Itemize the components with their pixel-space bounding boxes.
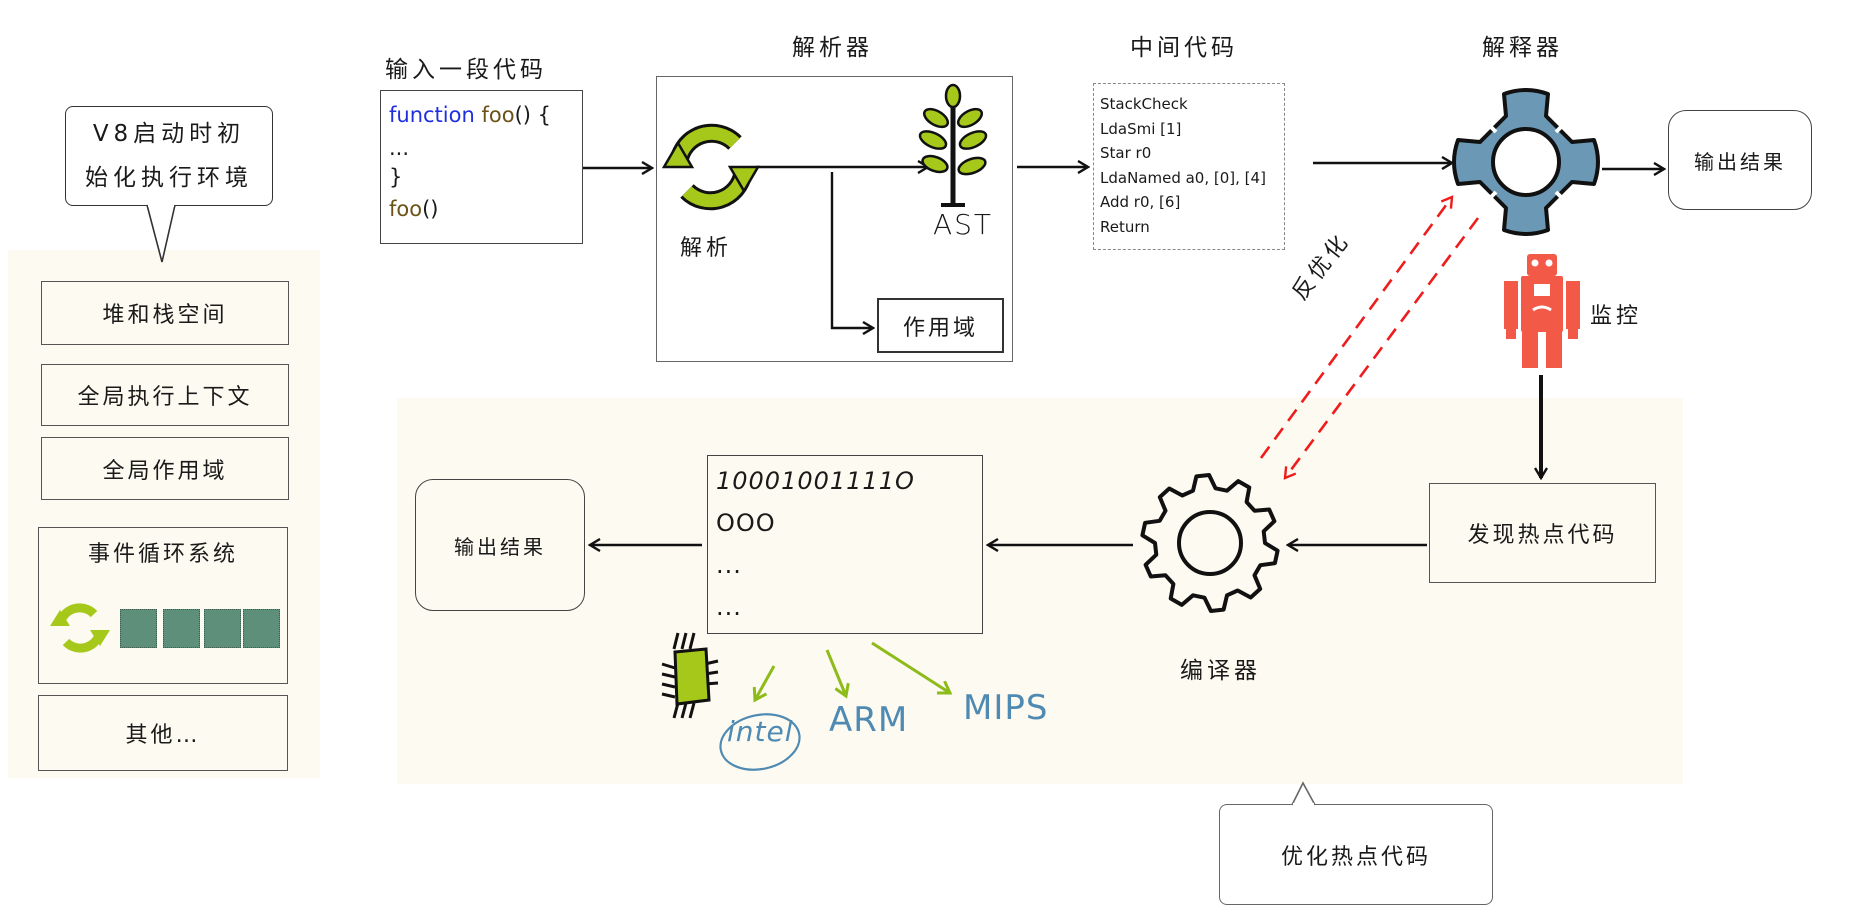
task-queue-cell <box>204 609 241 648</box>
v8-init-callout: V8启动时初 始化执行环境 <box>65 106 273 206</box>
bytecode-line: LdaNamed a0, [0], [4] <box>1100 168 1266 187</box>
interpreter-output-label: 输出结果 <box>1694 149 1786 174</box>
task-queue-cell <box>163 609 200 648</box>
machine-code-line: OOO <box>716 509 776 537</box>
v8-init-callout-line1: V8启动时初 <box>92 121 246 147</box>
code-call-punct: () <box>422 197 439 221</box>
input-code-box: function foo() { ... } foo() <box>380 90 583 244</box>
code-line-3: } <box>389 165 403 189</box>
hotspot-label: 发现热点代码 <box>1467 523 1618 548</box>
monitor-robot-icon <box>1504 254 1580 368</box>
input-code-title: 输入一段代码 <box>385 57 547 83</box>
scope-label: 作用域 <box>902 315 978 341</box>
others-box: 其他… <box>38 695 288 771</box>
compiler-title: 编译器 <box>1180 658 1261 684</box>
optimize-callout-label: 优化热点代码 <box>1280 844 1431 870</box>
code-punct: () { <box>514 103 551 127</box>
bytecode-line: Star r0 <box>1100 144 1152 162</box>
parse-label: 解析 <box>680 236 733 261</box>
machine-code-line: ... <box>716 551 742 579</box>
ast-label: AST <box>933 208 994 241</box>
global-scope-box: 全局作用域 <box>41 437 289 500</box>
arch-mips-label: MIPS <box>963 688 1049 728</box>
bytecode-line: Return <box>1100 217 1150 236</box>
arch-intel-label: intel <box>727 715 794 748</box>
bytecode-line: StackCheck <box>1100 95 1188 113</box>
bytecode-line: LdaSmi [1] <box>1100 119 1182 138</box>
global-scope-label: 全局作用域 <box>102 458 228 484</box>
global-context-box: 全局执行上下文 <box>41 364 289 426</box>
arch-arm-label: ARM <box>829 700 909 740</box>
code-call-name: foo <box>389 197 423 221</box>
task-queue-cell <box>120 609 157 648</box>
code-line-1: function foo() { <box>389 97 574 133</box>
event-loop-box: 事件循环系统 <box>38 527 288 684</box>
bytecode-line: Add r0, [6] <box>1100 193 1181 211</box>
bytecode-title: 中间代码 <box>1130 35 1238 61</box>
others-label: 其他… <box>125 723 201 748</box>
v8-init-callout-line2: 始化执行环境 <box>85 165 253 191</box>
code-line-2: ... <box>389 136 410 160</box>
compiler-output-box: 输出结果 <box>415 479 585 611</box>
optimize-callout: 优化热点代码 <box>1219 804 1493 905</box>
hotspot-box: 发现热点代码 <box>1429 483 1656 583</box>
global-context-label: 全局执行上下文 <box>77 385 253 410</box>
compiler-output-label: 输出结果 <box>454 534 546 559</box>
interpreter-title: 解释器 <box>1482 35 1563 61</box>
deopt-label: 反优化 <box>1287 228 1356 306</box>
code-function-name: foo <box>481 103 515 127</box>
optimize-callout-pointer <box>1291 781 1316 806</box>
bytecode-box: StackCheck LdaSmi [1] Star r0 LdaNamed a… <box>1093 83 1285 250</box>
scope-box: 作用域 <box>877 298 1004 353</box>
interpreter-output-box: 输出结果 <box>1668 110 1812 210</box>
task-queue-cell <box>243 609 280 648</box>
parser-title: 解析器 <box>792 35 873 61</box>
machine-code-line: ... <box>716 593 742 621</box>
code-keyword: function <box>389 103 475 127</box>
event-loop-label: 事件循环系统 <box>87 542 238 567</box>
heap-stack-box: 堆和栈空间 <box>41 281 289 345</box>
machine-code-line: 10001001111O <box>716 467 915 495</box>
monitor-label: 监控 <box>1590 304 1643 329</box>
code-line-4: foo() <box>389 191 574 227</box>
machine-code-box: 10001001111O OOO ... ... <box>707 455 983 634</box>
interpreter-icon <box>1452 88 1600 236</box>
heap-stack-label: 堆和栈空间 <box>102 303 228 328</box>
